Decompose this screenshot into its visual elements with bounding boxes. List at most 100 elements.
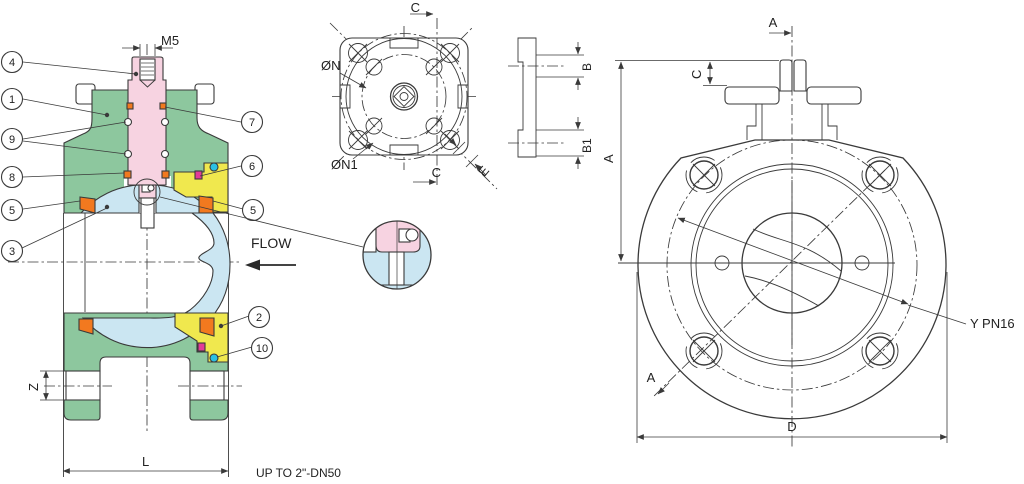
bolt-slot-left xyxy=(65,370,101,401)
section-a-line: A A xyxy=(647,15,792,395)
l-label: L xyxy=(142,454,149,469)
stem-top-left-half xyxy=(779,59,793,92)
callout-ball: 3 xyxy=(0,239,24,263)
section-c-bottom: C xyxy=(432,165,441,180)
sectional-view: M5 Z L FLOW UP TO 2"-DN50 xyxy=(0,33,341,480)
iso-pad-right xyxy=(194,83,215,105)
callout-stem: 4 xyxy=(0,50,24,74)
hole-cone xyxy=(139,79,156,88)
thread-lines xyxy=(141,62,154,76)
top-view: ØN ØN1 C C E xyxy=(321,0,498,190)
svg-text:4: 4 xyxy=(9,57,15,69)
svg-text:3: 3 xyxy=(9,246,15,258)
seat-seal-bottom-left xyxy=(78,318,94,335)
stem-top-drive xyxy=(389,82,419,111)
d-label: D xyxy=(787,419,796,434)
m5-label: M5 xyxy=(161,33,179,48)
b-label: B xyxy=(580,63,594,71)
ball-slot xyxy=(140,197,155,229)
leader-dots xyxy=(104,71,224,329)
dia-n1-label: ØN1 xyxy=(331,157,358,172)
mounting-pad-right xyxy=(806,86,862,105)
ball-slot-edge-lower xyxy=(744,275,820,307)
seat-retainer-lower xyxy=(174,312,229,363)
c-dimension: C xyxy=(689,61,727,86)
flange-side-section: B B1 xyxy=(508,37,594,169)
detail-source-circle xyxy=(133,178,161,206)
stem-seal-upper-right xyxy=(159,102,167,110)
stem xyxy=(127,56,167,186)
retainer-seal-upper xyxy=(194,170,203,180)
foot-left xyxy=(63,399,101,421)
size-note: UP TO 2"-DN50 xyxy=(256,466,341,480)
section-c-line: C C xyxy=(410,0,441,188)
callout-retainer-oring: 10 xyxy=(250,336,274,360)
callout-stem-seal-lower: 8 xyxy=(0,165,24,189)
wafer-body xyxy=(637,139,947,420)
b1-label: B1 xyxy=(580,138,594,153)
svg-text:7: 7 xyxy=(249,117,255,129)
detail-circle-outline xyxy=(362,220,432,290)
plate-notches xyxy=(340,38,468,155)
bolt-circle-n xyxy=(361,54,447,139)
y-pn16-label: Y PN16 xyxy=(970,316,1015,331)
callout-stem-orings: 9 xyxy=(0,127,24,151)
e-dimension: E xyxy=(444,133,492,180)
detail-stem xyxy=(375,221,421,253)
svg-text:1: 1 xyxy=(9,94,15,106)
stem-oring xyxy=(160,117,170,127)
z-label: Z xyxy=(26,383,41,391)
section-a-top: A xyxy=(769,15,778,30)
seat-seal-top-left xyxy=(79,196,96,214)
flange-section-bar xyxy=(517,37,537,158)
y-pn16-dimension: Y PN16 xyxy=(677,217,1015,331)
seat-seal-bottom-right xyxy=(199,317,215,337)
l-dimension: L xyxy=(62,454,229,474)
body-flange-circle xyxy=(345,38,463,155)
callout-seat-seal-left: 5 xyxy=(0,198,24,222)
svg-text:6: 6 xyxy=(249,161,255,173)
b-dimension: B xyxy=(536,42,594,90)
callout-seat-seal-right: 5 xyxy=(241,198,265,222)
stem-oring xyxy=(160,149,170,159)
stem-seal-upper-left xyxy=(126,102,134,110)
callout-balloons: 4 1 9 8 5 3 7 6 5 2 10 xyxy=(0,50,274,360)
stem-top-right-half xyxy=(793,59,807,92)
ball-slot-edge-upper xyxy=(752,228,842,272)
callout-body: 1 xyxy=(0,87,24,111)
b1-dimension: B1 xyxy=(536,117,594,169)
flow-label: FLOW xyxy=(251,235,292,251)
foot-right xyxy=(189,399,229,421)
retainer-seal-lower xyxy=(197,342,206,352)
detail-detent-ball xyxy=(405,228,419,242)
antistatic-ball xyxy=(147,184,155,192)
flow-arrow xyxy=(245,259,260,271)
stem-seal-lower-right xyxy=(161,170,170,179)
m5-dimension: M5 xyxy=(122,33,179,56)
front-view: Y PN16 A A A C D xyxy=(601,15,1015,448)
retainer-oring-upper xyxy=(209,162,219,172)
svg-text:10: 10 xyxy=(256,343,268,355)
callout-seat-retainer: 2 xyxy=(247,305,271,329)
section-c-top: C xyxy=(411,0,420,15)
bolt-circle xyxy=(666,139,918,391)
mounting-plate xyxy=(339,37,469,156)
svg-text:5: 5 xyxy=(9,205,15,217)
mounting-pad-left xyxy=(724,86,780,105)
retainer-oring-lower xyxy=(209,353,219,363)
e-label: E xyxy=(475,163,492,180)
callout-stem-seal-upper: 7 xyxy=(240,110,264,134)
d-dimension: D xyxy=(636,272,948,443)
m5-threaded-hole xyxy=(139,58,156,81)
bolt-circle-n1 xyxy=(340,33,468,160)
section-a-bottom: A xyxy=(647,370,656,385)
stem-seal-lower-left xyxy=(123,170,132,179)
z-dimension: Z xyxy=(26,370,66,401)
svg-text:5: 5 xyxy=(250,205,256,217)
flange-bolt-holes xyxy=(685,156,899,370)
seat-seal-top-right xyxy=(198,195,214,214)
svg-text:9: 9 xyxy=(9,134,15,146)
svg-text:2: 2 xyxy=(256,312,262,324)
